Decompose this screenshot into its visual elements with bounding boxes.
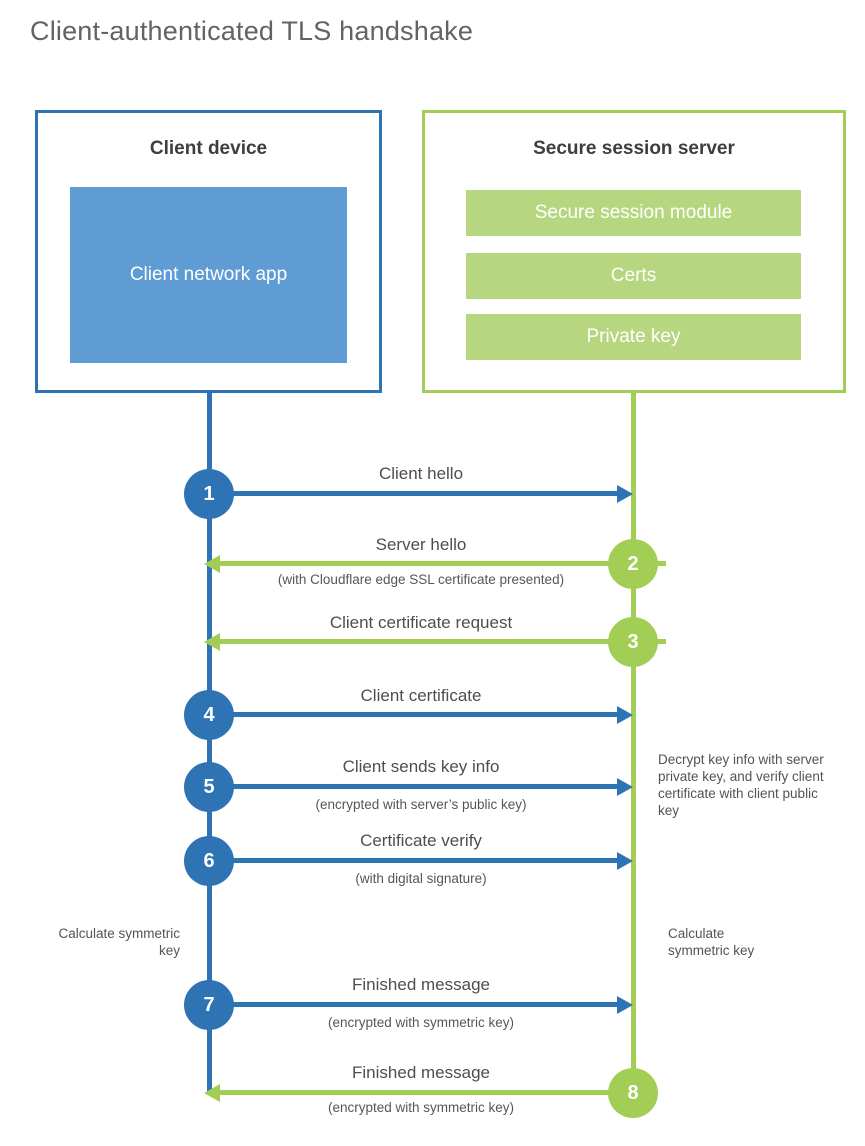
step-5-number-badge: 5 [184, 762, 234, 812]
server-timeline [631, 393, 636, 1093]
step-3-number-badge: 3 [608, 617, 658, 667]
step-2-label: Server hello [375, 535, 467, 554]
step-5-arrowhead-icon [617, 778, 633, 796]
step-2-sublabel: (with Cloudflare edge SSL certificate pr… [277, 572, 565, 587]
step-8-number-badge: 8 [608, 1068, 658, 1118]
step-6-arrowhead-icon [617, 852, 633, 870]
step-7-number-badge: 7 [184, 980, 234, 1030]
step-8-label: Finished message [352, 1063, 490, 1082]
step-4-label: Client certificate [360, 686, 482, 705]
step-7-sublabel: (encrypted with symmetric key) [327, 1015, 515, 1030]
step-1-arrowhead-icon [617, 485, 633, 503]
step-8-arrow-line [216, 1090, 640, 1095]
step-1-arrow-line [209, 491, 620, 496]
step-6-sublabel: (with digital signature) [355, 871, 487, 886]
step-6-label: Certificate verify [360, 831, 482, 850]
step-7-label: Finished message [352, 975, 490, 994]
client-timeline [207, 393, 212, 1095]
calculate-symmetric-key-note-client: Calculate symmetric key [58, 926, 180, 958]
client-network-app-label: Client network app [129, 264, 288, 285]
step-8-sublabel: (encrypted with symmetric key) [327, 1100, 515, 1115]
step-6-number-badge: 6 [184, 836, 234, 886]
step-1-number-badge: 1 [184, 469, 234, 519]
step-1-label: Client hello [378, 464, 464, 483]
server-module-private-key: Private key [466, 314, 801, 360]
step-2-number-badge: 2 [608, 539, 658, 589]
step-7-arrowhead-icon [617, 996, 633, 1014]
secure-session-server-box: Secure session server Secure session mod… [422, 110, 846, 393]
step-4-arrowhead-icon [617, 706, 633, 724]
server-module-secure-session: Secure session module [466, 190, 801, 236]
step-5-sublabel: (encrypted with server’s public key) [315, 797, 527, 812]
calculate-symmetric-key-note-server: Calculate symmetric key [668, 926, 755, 958]
step-8-arrowhead-icon [204, 1084, 220, 1102]
page-title: Client-authenticated TLS handshake [30, 16, 474, 46]
step-2-arrowhead-icon [204, 555, 220, 573]
client-device-title: Client device [149, 138, 268, 159]
step-5-label: Client sends key info [342, 757, 500, 776]
step-4-arrow-line [209, 712, 620, 717]
client-device-box: Client device Client network app [35, 110, 382, 393]
step-3-arrowhead-icon [204, 633, 220, 651]
server-module-certs: Certs [466, 253, 801, 299]
step-4-number-badge: 4 [184, 690, 234, 740]
client-network-app-rect: Client network app [70, 187, 347, 363]
step-5-arrow-line [209, 784, 620, 789]
server-decrypt-note: Decrypt key info with server private key… [658, 752, 824, 818]
step-3-label: Client certificate request [329, 613, 513, 632]
step-2-arrow-line [216, 561, 666, 566]
step-7-arrow-line [209, 1002, 620, 1007]
step-6-arrow-line [209, 858, 620, 863]
secure-session-server-title: Secure session server [533, 138, 735, 159]
step-3-arrow-line [216, 639, 666, 644]
